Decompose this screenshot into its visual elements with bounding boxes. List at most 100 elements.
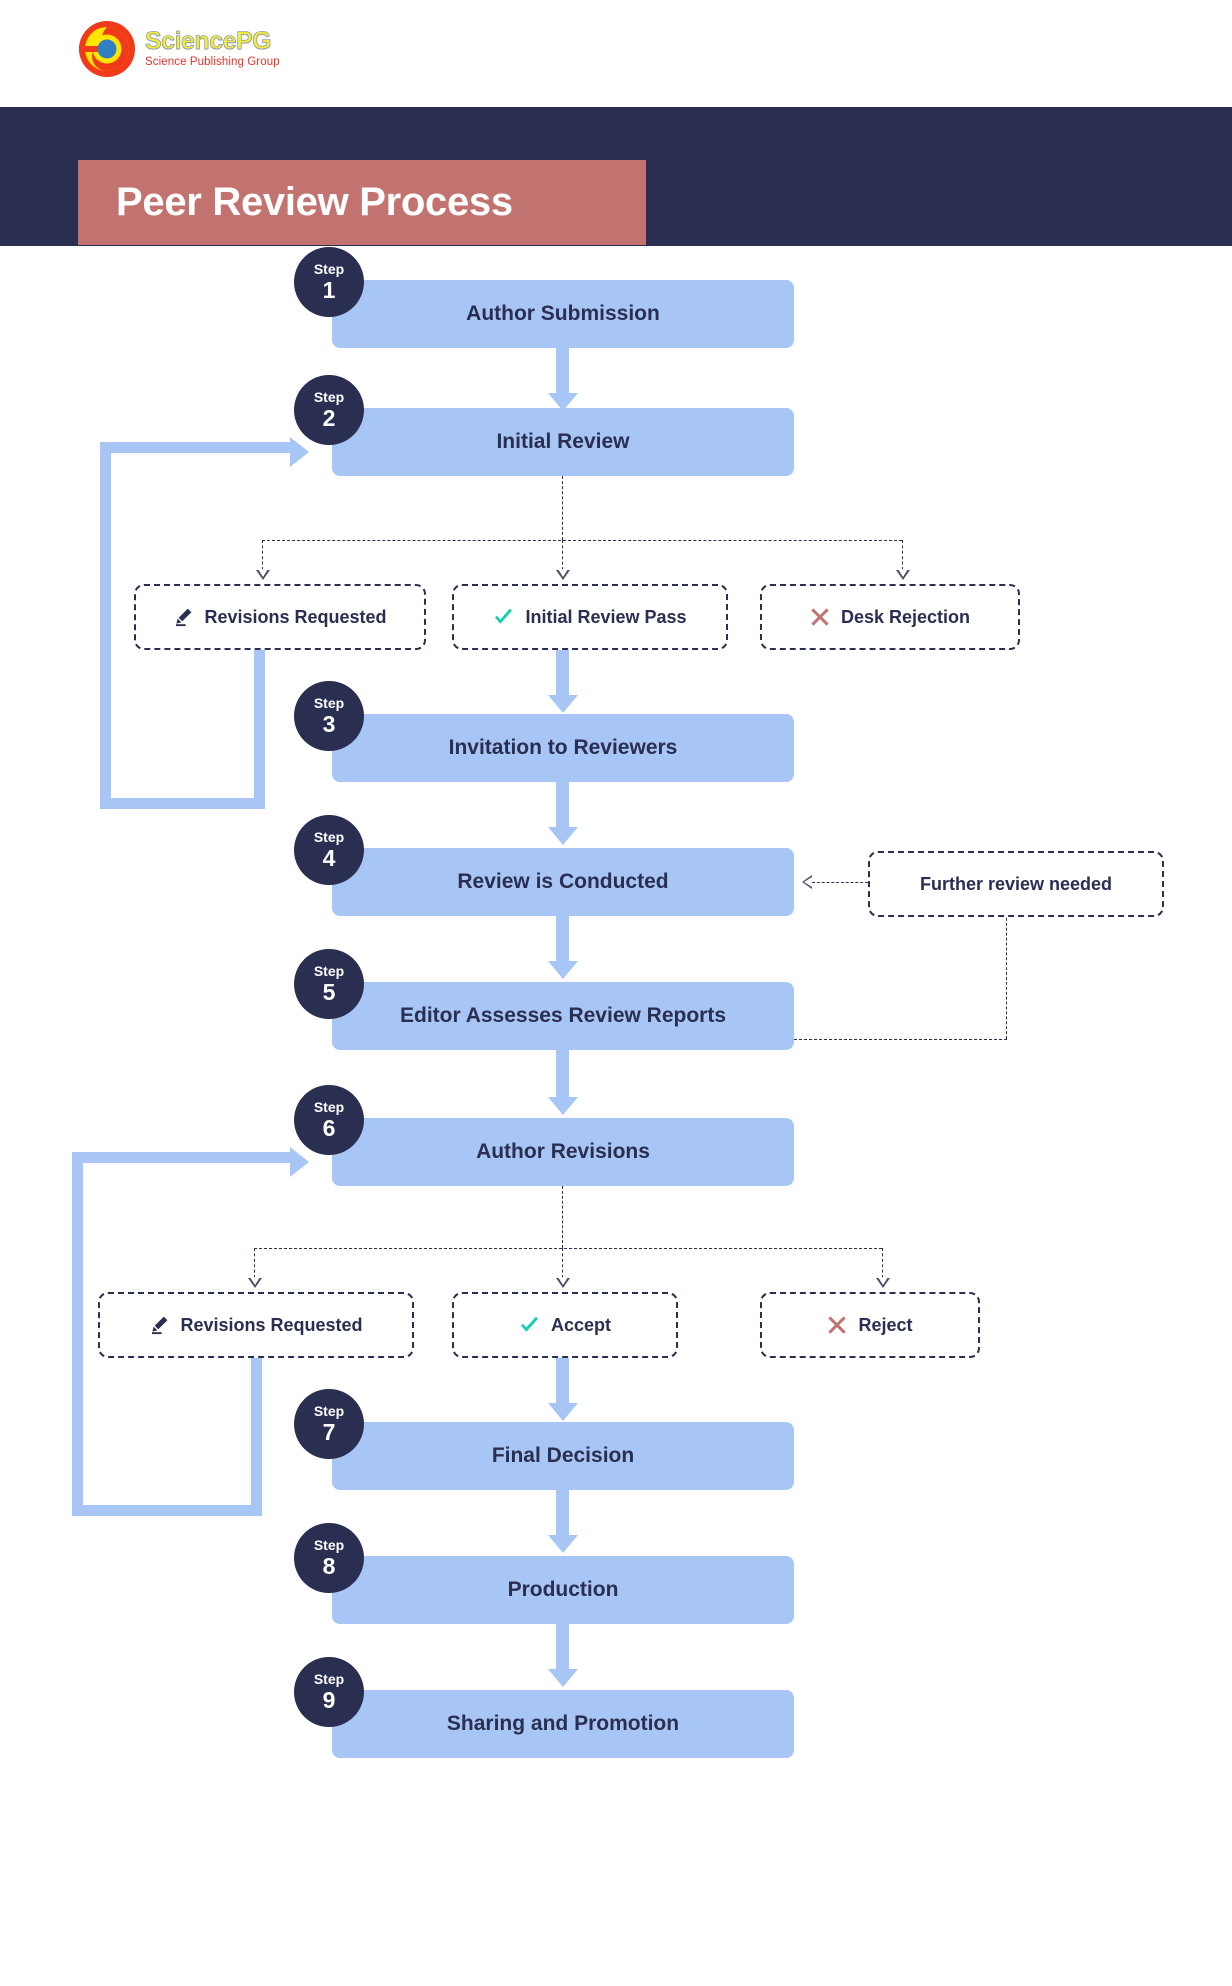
step-5-box[interactable]: Editor Assesses Review Reports [332,982,794,1050]
dashed-arrow-branch1-b [556,569,570,580]
decision-label: Reject [858,1314,913,1335]
dashed-drop-branch2-c [882,1248,883,1278]
dashed-arrow-branch1-a [256,569,270,580]
step-number: 7 [322,1419,336,1445]
step-7-label: Final Decision [491,1444,635,1467]
step-9-badge: Step 9 [294,1657,364,1727]
decision-revisions-requested-1[interactable]: Revisions Requested [134,584,426,650]
step-8-badge: Step 8 [294,1523,364,1593]
dashed-drop-branch2-a [254,1248,255,1278]
flow-step-8[interactable]: Production Step 8 [294,1523,794,1624]
dashed-stem-branch2 [562,1186,563,1248]
connector-step8-step9 [547,1624,578,1687]
decision-further-review-needed[interactable]: Further review needed [868,851,1164,917]
step-8-box[interactable]: Production [332,1556,794,1624]
step-number: 6 [322,1115,336,1141]
step-number: 9 [322,1687,336,1713]
dashed-arrow-branch2-b [556,1277,570,1288]
logo-subtitle: Science Publishing Group [145,56,280,69]
side-note-label: Further review needed [919,873,1113,894]
dashed-further-to-step4 [812,882,868,883]
step-number: 2 [322,405,336,431]
flow-step-2[interactable]: Initial Review Step 2 [294,375,794,476]
flow-step-9[interactable]: Sharing and Promotion Step 9 [294,1657,794,1758]
connector-step4-step5 [547,916,578,979]
step-2-box[interactable]: Initial Review [332,408,794,476]
dashed-drop-branch1-c [902,540,903,570]
dashed-arrow-branch1-c [896,569,910,580]
dashed-drop-branch2-b [562,1248,563,1278]
dashed-arrow-branch2-c [876,1277,890,1288]
step-number: 8 [322,1553,336,1579]
logo-title: SciencePG [145,27,272,56]
step-number: 5 [322,979,336,1005]
connector-step7-step8 [547,1490,578,1553]
connector-step3-step4 [547,782,578,845]
dashed-drop-branch1-b [562,540,563,570]
flow-step-6[interactable]: Author Revisions Step 6 [294,1085,794,1186]
dashed-stem-branch1 [562,476,563,540]
flow-step-3[interactable]: Invitation to Reviewers Step 3 [294,681,794,782]
step-word: Step [313,1671,345,1687]
step-word: Step [313,1403,345,1419]
flow-step-5[interactable]: Editor Assesses Review Reports Step 5 [294,949,794,1050]
flow-step-1[interactable]: Author Submission Step 1 [294,247,794,348]
step-word: Step [313,1537,345,1553]
step-6-box[interactable]: Author Revisions [332,1118,794,1186]
step-1-box[interactable]: Author Submission [332,280,794,348]
step-3-box[interactable]: Invitation to Reviewers [332,714,794,782]
logo-bar: SciencePG Science Publishing Group [0,0,1232,107]
step-word: Step [313,1099,345,1115]
step-number: 4 [322,845,336,871]
dashed-step5-to-further [794,1039,1007,1040]
step-8-label: Production [507,1578,619,1601]
decision-label: Initial Review Pass [525,606,687,627]
decision-initial-review-pass[interactable]: Initial Review Pass [452,584,728,650]
brand-logo: SciencePG Science Publishing Group [78,20,280,78]
peer-review-flowchart: Author Submission Step 1 Initial Review … [0,246,1232,1986]
decision-desk-rejection[interactable]: Desk Rejection [760,584,1020,650]
connector-pass-step3 [547,646,578,713]
step-2-label: Initial Review [496,430,630,453]
decision-label: Desk Rejection [840,606,971,627]
connector-step5-step6 [547,1050,578,1115]
flow-step-7[interactable]: Final Decision Step 7 [294,1389,794,1490]
step-number: 1 [322,277,336,303]
step-1-badge: Step 1 [294,247,364,317]
pencil-icon [173,607,193,627]
step-4-badge: Step 4 [294,815,364,885]
check-icon [519,1315,540,1336]
step-2-badge: Step 2 [294,375,364,445]
step-word: Step [313,261,345,277]
dashed-rail-branch2 [254,1248,882,1249]
flow-step-4[interactable]: Review is Conducted Step 4 [294,815,794,916]
page-title: Peer Review Process [116,180,513,224]
step-4-label: Review is Conducted [457,870,669,893]
step-7-box[interactable]: Final Decision [332,1422,794,1490]
connector-accept-step7 [547,1354,578,1421]
step-5-badge: Step 5 [294,949,364,1019]
decision-revisions-requested-2[interactable]: Revisions Requested [98,1292,414,1358]
step-word: Step [313,695,345,711]
connector-step1-step2 [547,348,578,411]
step-9-label: Sharing and Promotion [446,1712,680,1735]
cross-icon [810,607,830,627]
step-4-box[interactable]: Review is Conducted [332,848,794,916]
step-3-badge: Step 3 [294,681,364,751]
step-6-label: Author Revisions [476,1140,650,1163]
sciencepg-swirl-logo-icon [78,20,136,78]
decision-label: Revisions Requested [180,1314,363,1335]
title-block: Peer Review Process [78,160,646,245]
step-5-label: Editor Assesses Review Reports [399,1004,727,1027]
step-9-box[interactable]: Sharing and Promotion [332,1690,794,1758]
dashed-arrow-branch2-a [248,1277,262,1288]
decision-reject[interactable]: Reject [760,1292,980,1358]
decision-accept[interactable]: Accept [452,1292,678,1358]
step-3-label: Invitation to Reviewers [448,736,678,759]
cross-icon [827,1315,847,1335]
step-word: Step [313,963,345,979]
dashed-rail-branch1 [262,540,902,541]
step-6-badge: Step 6 [294,1085,364,1155]
pencil-icon [149,1315,169,1335]
step-word: Step [313,389,345,405]
